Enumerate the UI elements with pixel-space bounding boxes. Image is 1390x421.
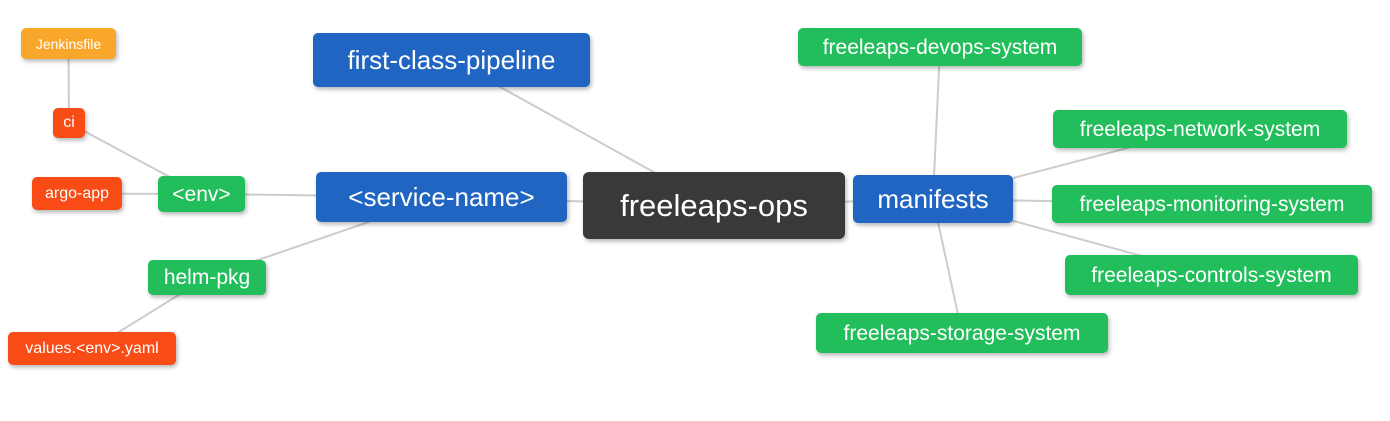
- node-first-class-pipeline[interactable]: first-class-pipeline: [313, 33, 590, 87]
- node-freeleaps-storage-system[interactable]: freeleaps-storage-system: [816, 313, 1108, 353]
- node-helm-pkg[interactable]: helm-pkg: [148, 260, 266, 295]
- node-env[interactable]: <env>: [158, 176, 245, 212]
- node-manifests[interactable]: manifests: [853, 175, 1013, 223]
- node-freeleaps-network-system[interactable]: freeleaps-network-system: [1053, 110, 1347, 148]
- node-ci[interactable]: ci: [53, 108, 85, 138]
- node-values-env-yaml[interactable]: values.<env>.yaml: [8, 332, 176, 365]
- node-freeleaps-controls-system[interactable]: freeleaps-controls-system: [1065, 255, 1358, 295]
- node-service-name[interactable]: <service-name>: [316, 172, 567, 222]
- node-argo-app[interactable]: argo-app: [32, 177, 122, 210]
- edge-manifests-devops: [932, 46, 941, 200]
- node-freeleaps-monitoring-system[interactable]: freeleaps-monitoring-system: [1052, 185, 1372, 223]
- node-freeleaps-ops[interactable]: freeleaps-ops: [583, 172, 845, 239]
- node-jenkinsfile[interactable]: Jenkinsfile: [21, 28, 116, 59]
- node-freeleaps-devops-system[interactable]: freeleaps-devops-system: [798, 28, 1082, 66]
